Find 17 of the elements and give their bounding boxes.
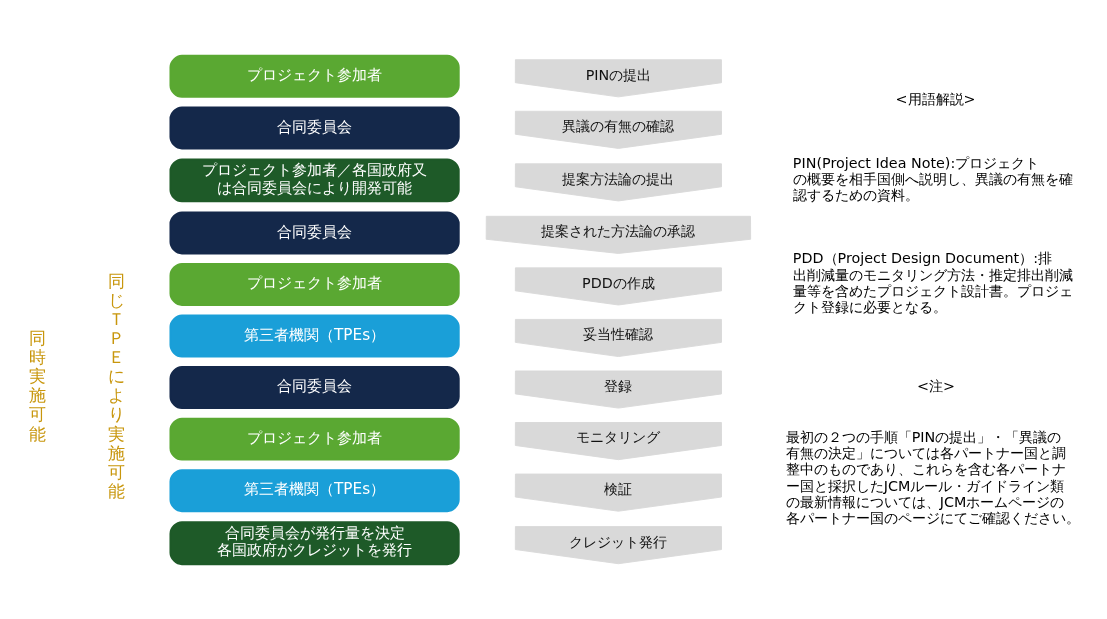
node-box: 合同委員会: [169, 365, 460, 409]
node-box: プロジェクト参加者: [169, 54, 460, 98]
node-box: 第三者機関（TPEs）: [169, 468, 460, 512]
node-box: 合同委員会: [169, 105, 460, 149]
label: PDD（Project Design Document）:排出削減量のモニタリング方法・推定排出削減量等を含めたプロジェクト設計書。プロジェクト登録に必要となる。: [792, 249, 1073, 315]
label: 最初の２つの手順「PINの提出」・「異議の有無の決定」については各パートナー国と調整中のものであり、これらを含む各パートナー国と採択したJCMルール・ガイドライン類の最新情報については、JCMホームページの各パートナー国のページにてご確認ください。: [785, 428, 1080, 526]
node-box: プロジェクト参加者: [169, 417, 460, 461]
label: 同時実施可能: [28, 327, 46, 443]
label: PIN(Project Idea Note):プロジェクトの概要を相手国側へ説明し、異議の有無を確認するための資料。: [792, 154, 1073, 203]
node-box: 合同委員会が発行量を決定 各国政府がクレジットを発行: [169, 520, 460, 565]
label: <注>: [916, 377, 955, 394]
node-box: 第三者機関（TPEs）: [169, 314, 460, 357]
node-box: プロジェクト参加者／各国政府又は合同委員会により開発可能: [169, 157, 460, 202]
node-box: プロジェクト参加者: [169, 262, 460, 306]
node-box: 合同委員会: [169, 210, 460, 254]
label: 同じＴＰＥにより実施可能: [107, 270, 125, 501]
label: <用語解説>: [895, 90, 976, 107]
